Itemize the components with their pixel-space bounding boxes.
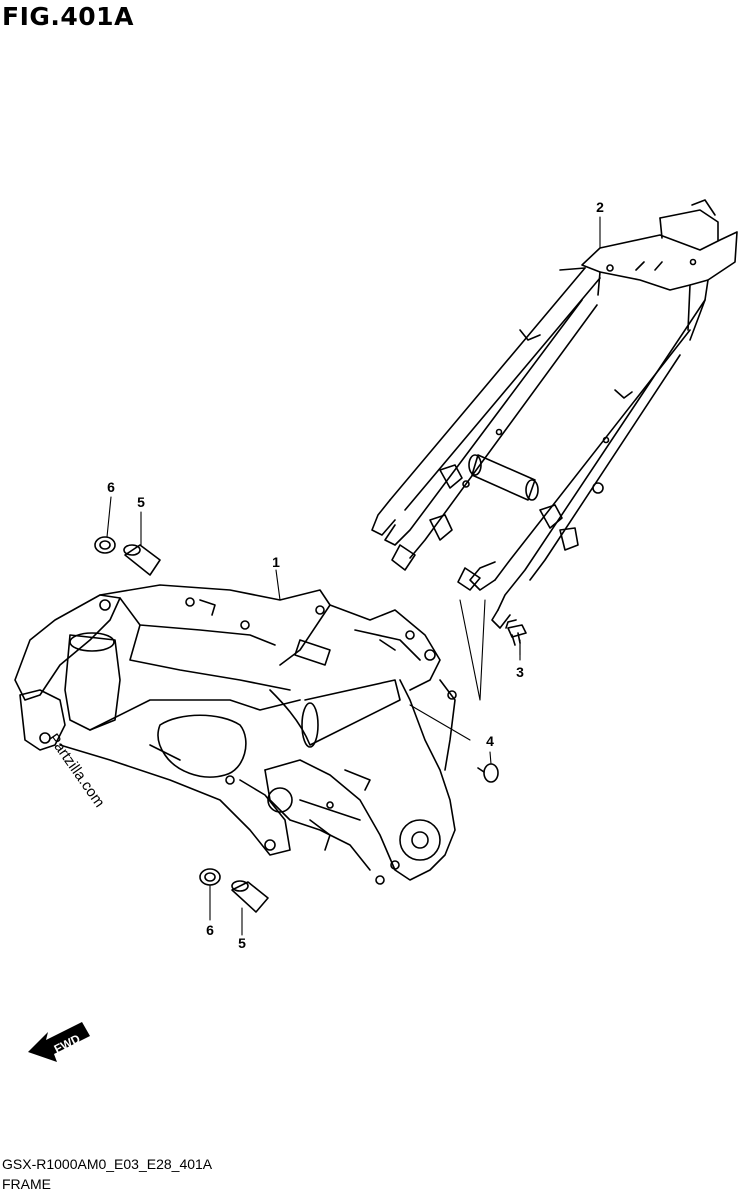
seat-rail-part bbox=[371, 199, 738, 629]
spacer-lower-part bbox=[231, 880, 269, 913]
callout-bushing-upper: 6 bbox=[107, 479, 115, 495]
watermark-text: Partzilla.com bbox=[45, 731, 108, 811]
bolt-part bbox=[505, 619, 527, 646]
bushing-lower-part bbox=[199, 868, 221, 886]
callout-bolt: 3 bbox=[516, 664, 524, 680]
callout-frame: 1 bbox=[272, 554, 280, 570]
model-code: GSX-R1000AM0_E03_E28_401A bbox=[2, 1156, 213, 1172]
forward-direction-badge: FWD bbox=[28, 1022, 90, 1062]
main-frame-part bbox=[14, 584, 457, 885]
callout-spacer-lower: 5 bbox=[238, 935, 246, 951]
spacer-upper-part bbox=[123, 544, 161, 576]
plug-part bbox=[477, 763, 499, 783]
callout-plug: 4 bbox=[486, 733, 494, 749]
bushing-upper-part bbox=[94, 536, 116, 554]
section-name: FRAME bbox=[2, 1176, 51, 1192]
callout-bushing-lower: 6 bbox=[206, 922, 214, 938]
callout-spacer-upper: 5 bbox=[137, 494, 145, 510]
figure-title: FIG.401A bbox=[2, 2, 134, 31]
callout-seat-rail: 2 bbox=[596, 199, 604, 215]
